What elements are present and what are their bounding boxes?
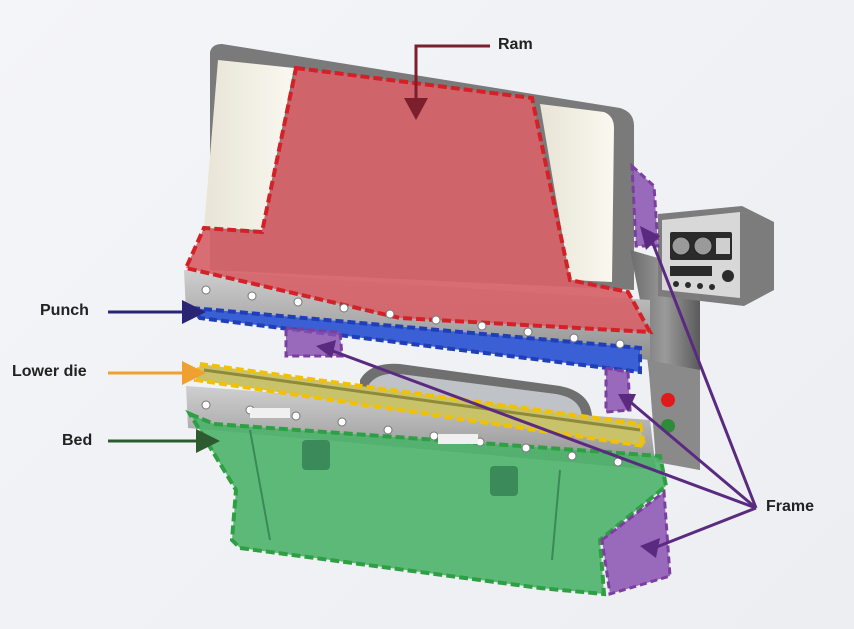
- frame-region-top: [630, 162, 660, 248]
- lower-die-arrow: [108, 361, 206, 385]
- punch-arrow: [108, 300, 206, 324]
- bed-ribs: [249, 429, 561, 561]
- label-punch: Punch: [40, 302, 89, 319]
- label-ram: Ram: [498, 36, 533, 53]
- stop-button: [661, 393, 675, 407]
- frame-regions: [284, 162, 672, 596]
- frame-arrowheads: [316, 226, 660, 558]
- frame-region-bottom: [600, 489, 672, 596]
- side-box: [648, 360, 700, 470]
- label-frame: Frame: [766, 498, 815, 515]
- bed-arrow: [108, 429, 220, 453]
- label-lower-die: Lower die: [12, 363, 87, 380]
- label-bed: Bed: [62, 432, 93, 449]
- ram-arrow: [404, 44, 490, 120]
- bed-clamps: [250, 408, 518, 496]
- control-panel: [658, 206, 774, 306]
- frame-arrows: [329, 235, 758, 550]
- ram-left-panel: [204, 60, 294, 230]
- lower-die-groove: [203, 368, 641, 432]
- upper-bolts: [201, 285, 625, 349]
- ram-right-panel: [540, 104, 614, 282]
- ram-region: [183, 65, 654, 335]
- punch-region: [187, 305, 642, 375]
